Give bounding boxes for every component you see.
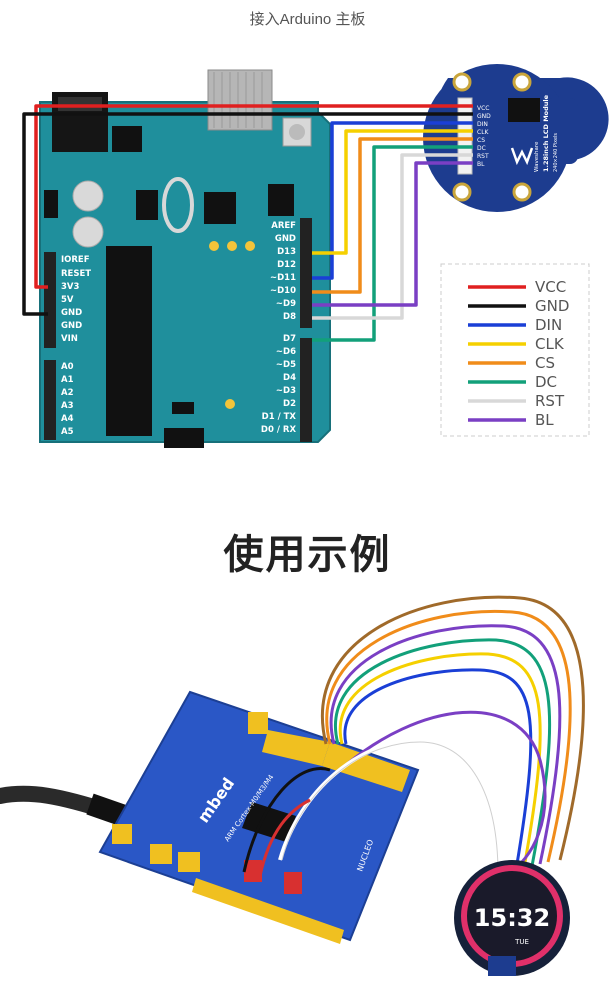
legend-label: DIN — [535, 316, 562, 334]
pin-d1-tx: D1 / TX — [262, 412, 297, 422]
pin-gnd-2: GND — [61, 321, 82, 331]
usage-photo: mbed ARM Cortex-M0/M3/M4 NUCLEO 15:32 TU… — [0, 595, 585, 976]
lcd-module: VCC GND DIN CLK CS DC RST BL 1.28inch LC… — [423, 64, 609, 212]
atmega-chip — [106, 246, 152, 436]
lcd-brand: Waveshare — [534, 141, 540, 172]
wire-dc — [312, 145, 473, 342]
pin-a5: A5 — [61, 427, 74, 437]
legend-item-vcc: VCC — [468, 278, 566, 296]
legend-label: VCC — [535, 278, 566, 296]
legend-label: RST — [535, 392, 565, 410]
legend-label: CLK — [535, 335, 565, 353]
pin-gnd-1: GND — [61, 308, 82, 318]
section-heading: 使用示例 — [223, 532, 392, 578]
wire-din — [312, 121, 473, 280]
pin-gnd-3: GND — [275, 234, 296, 244]
legend-item-gnd: GND — [468, 297, 569, 315]
pin-ioref: IOREF — [61, 255, 90, 265]
legend-item-rst: RST — [468, 392, 565, 410]
pin-a3: A3 — [61, 401, 74, 411]
display-day: TUE — [514, 938, 529, 946]
wire-legend: VCC GND DIN CLK CS DC RST BL — [440, 263, 590, 437]
pin-d2: D2 — [283, 399, 296, 409]
lcd-pin-rst: RST — [477, 153, 489, 160]
pin-5v: 5V — [61, 295, 74, 305]
usb-connector — [207, 69, 273, 131]
pin-reset: RESET — [61, 269, 91, 279]
lcd-pin-gnd: GND — [477, 113, 491, 120]
legend-label: BL — [535, 411, 554, 429]
waveshare-logo-icon — [510, 147, 534, 166]
pin-d4: D4 — [283, 373, 296, 383]
lcd-pin-bl: BL — [477, 161, 485, 168]
legend-item-clk: CLK — [468, 335, 565, 353]
display-time: 15:32 — [474, 904, 550, 932]
wire-rst — [312, 153, 473, 320]
wire-gnd — [22, 112, 473, 316]
pin-d11: ~D11 — [270, 273, 296, 283]
legend-item-cs: CS — [468, 354, 555, 372]
legend-item-dc: DC — [468, 373, 557, 391]
legend-item-din: DIN — [468, 316, 562, 334]
pin-a1: A1 — [61, 375, 74, 385]
lcd-pin-vcc: VCC — [477, 105, 489, 112]
pin-3v3: 3V3 — [61, 282, 79, 292]
pin-d3: ~D3 — [276, 386, 296, 396]
pin-d5: ~D5 — [276, 360, 296, 370]
arduino-right-pin-labels: AREF GND D13 D12 ~D11 ~D10 ~D9 D8 D7 ~D6… — [261, 221, 297, 435]
lcd-subtitle: 240×240 Pixels — [553, 133, 559, 172]
legend-label: GND — [535, 297, 569, 315]
pin-d9: ~D9 — [276, 299, 296, 309]
wire-vcc — [34, 104, 473, 289]
pin-d12: D12 — [277, 260, 296, 270]
lcd-pin-cs: CS — [477, 137, 485, 144]
pin-a2: A2 — [61, 388, 74, 398]
wire-clk — [312, 129, 473, 255]
pin-d6: ~D6 — [276, 347, 296, 357]
lcd-pin-clk: CLK — [477, 129, 490, 136]
pin-d10: ~D10 — [270, 286, 296, 296]
pin-d13: D13 — [277, 247, 296, 257]
pin-vin: VIN — [61, 334, 78, 344]
pin-d0-rx: D0 / RX — [261, 425, 297, 435]
legend-item-bl: BL — [468, 411, 554, 429]
lcd-pin-dc: DC — [477, 145, 486, 152]
legend-label: DC — [535, 373, 557, 391]
pin-a4: A4 — [61, 414, 74, 424]
lcd-title: 1.28inch LCD Module — [542, 94, 550, 172]
legend-label: CS — [535, 354, 555, 372]
pin-aref: AREF — [271, 221, 296, 231]
arduino-board — [39, 69, 331, 448]
pin-a0: A0 — [61, 362, 74, 372]
pin-d8: D8 — [283, 312, 296, 322]
pin-d7: D7 — [283, 334, 296, 344]
diagram-caption: 接入Arduino 主板 — [249, 11, 366, 28]
arduino-left-pin-labels: IOREF RESET 3V3 5V GND GND VIN A0 A1 A2 … — [61, 255, 91, 437]
lcd-pin-din: DIN — [477, 121, 488, 128]
wiring — [22, 104, 473, 342]
wire-cs — [312, 137, 473, 294]
wire-bl — [312, 161, 473, 307]
